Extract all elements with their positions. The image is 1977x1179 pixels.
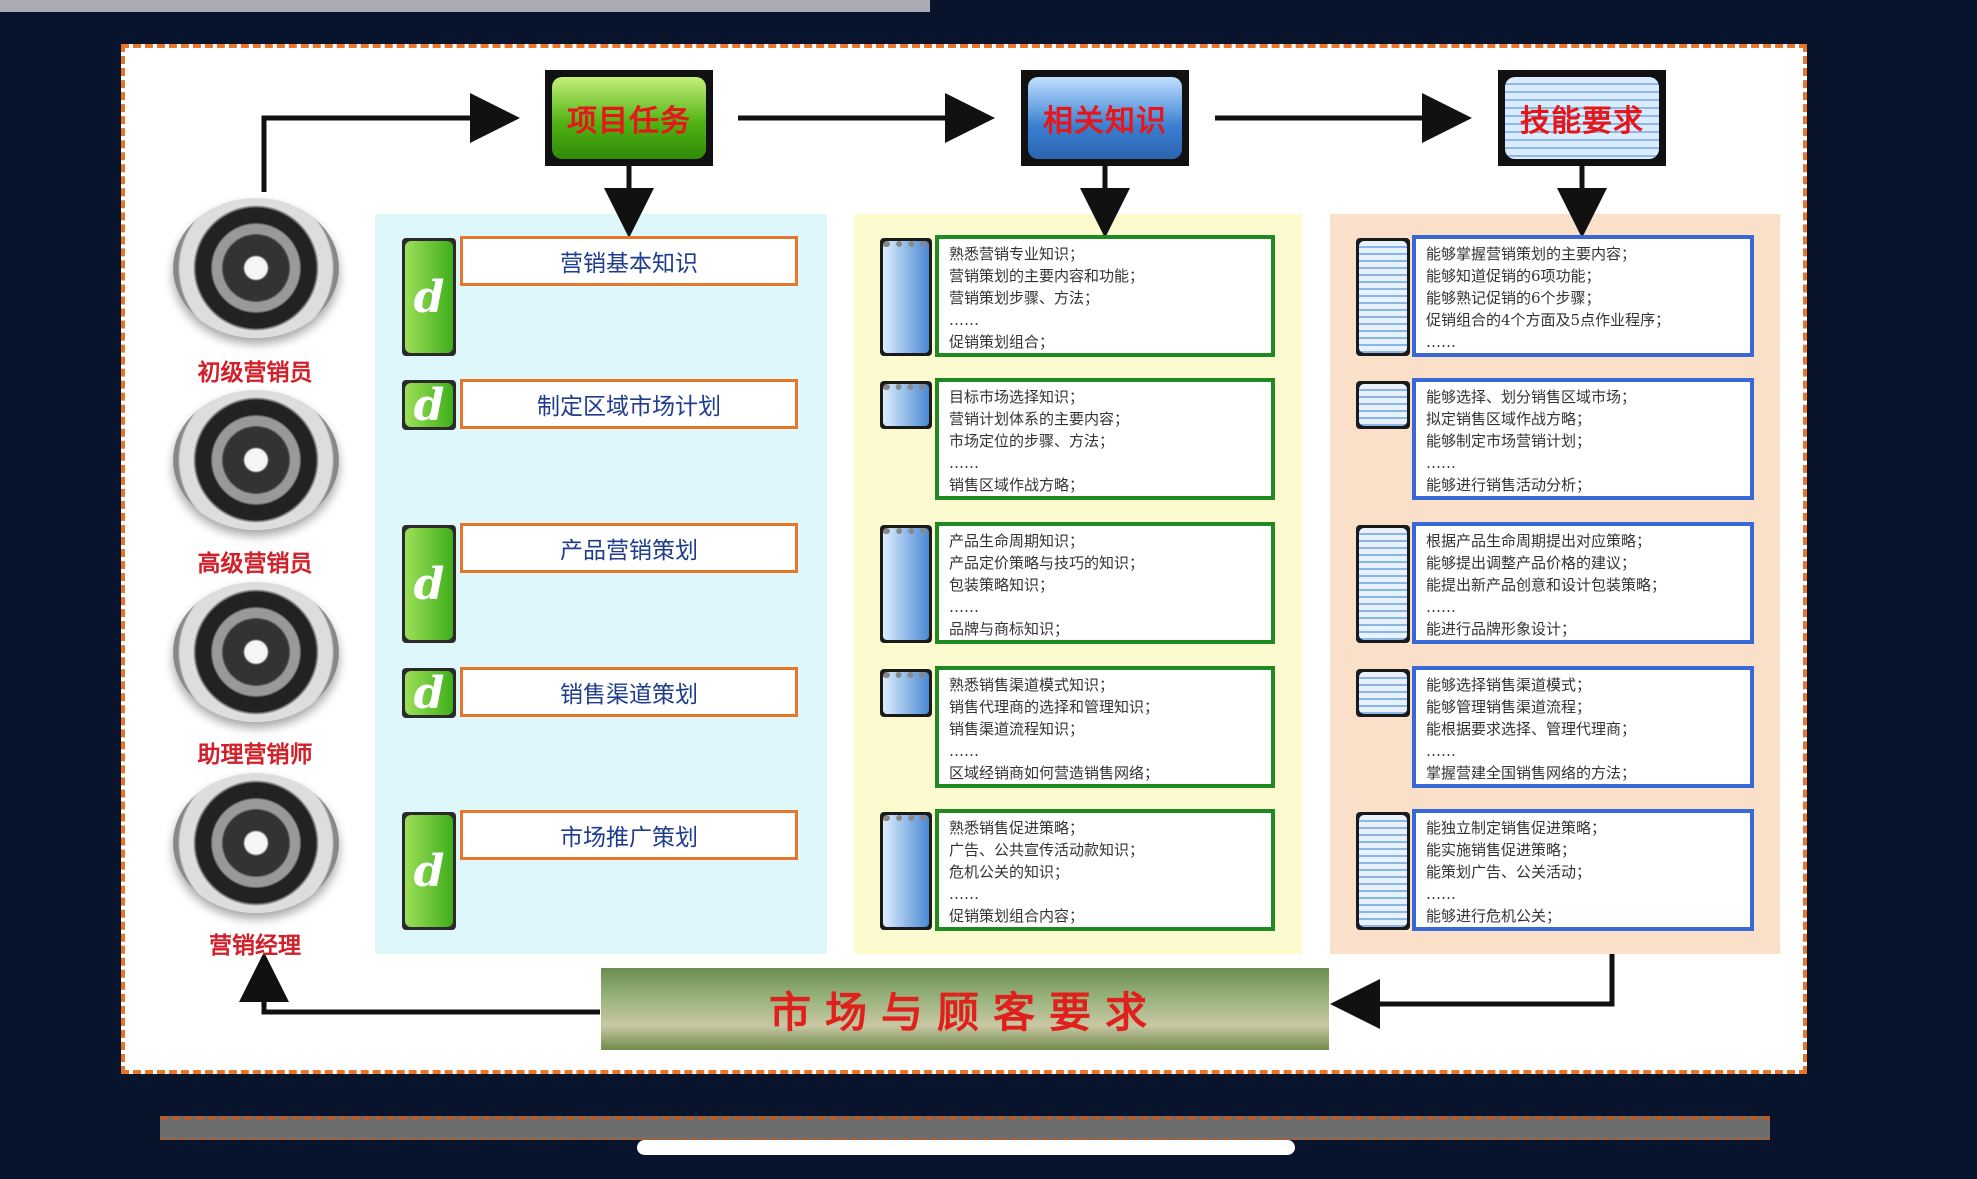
role-label: 营销经理 [150,926,360,960]
knowledge-box: 熟悉销售促进策略； 广告、公共宣传活动款知识； 危机公关的知识； …… 促销策划… [935,809,1275,931]
knowledge-line: 产品定价策略与技巧的知识； [949,552,1261,574]
knowledge-line: 销售渠道流程知识； [949,718,1261,740]
speaker-icon [173,198,339,338]
knowledge-line: …… [949,309,1261,331]
knowledge-line: 广告、公共宣传活动款知识； [949,839,1261,861]
role-label: 初级营销员 [150,353,360,387]
role-label: 助理营销师 [150,735,360,769]
skill-line: …… [1426,883,1740,905]
folder-icon [1356,669,1410,717]
knowledge-line: 品牌与商标知识； [949,618,1261,640]
green-d-icon: d [402,525,456,643]
header-skill-requirement-label: 技能要求 [1520,96,1644,140]
skill-line: 能够制定市场营销计划； [1426,430,1740,452]
skill-line: 能实施销售促进策略； [1426,839,1740,861]
knowledge-box: 产品生命周期知识； 产品定价策略与技巧的知识； 包装策略知识； …… 品牌与商标… [935,522,1275,644]
folder-icon [1356,525,1410,643]
skill-line: 能提出新产品创意和设计包装策略； [1426,574,1740,596]
notebook-pen-icon [880,669,932,717]
header-related-knowledge-label: 相关知识 [1043,96,1167,140]
skill-box: 能独立制定销售促进策略； 能实施销售促进策略； 能策划广告、公关活动； …… 能… [1412,809,1754,931]
skill-line: 能够进行销售活动分析； [1426,474,1740,496]
skill-line: …… [1426,331,1740,353]
folder-icon [1356,812,1410,930]
knowledge-box: 熟悉营销专业知识； 营销策划的主要内容和功能； 营销策划步骤、方法； …… 促销… [935,235,1275,357]
knowledge-line: 销售代理商的选择和管理知识； [949,696,1261,718]
skill-line: …… [1426,740,1740,762]
header-skill-requirement: 技能要求 [1498,70,1666,166]
knowledge-line: 营销策划步骤、方法； [949,287,1261,309]
task-box: 制定区域市场计划 [460,379,798,429]
task-box: 市场推广策划 [460,810,798,860]
green-d-icon: d [402,380,456,430]
skill-line: 能够选择销售渠道模式； [1426,674,1740,696]
skill-line: 掌握营建全国销售网络的方法； [1426,762,1740,784]
green-d-icon: d [402,812,456,930]
notebook-pen-icon [880,812,932,930]
knowledge-line: 熟悉销售促进策略； [949,817,1261,839]
bottom-slide-strip [160,1116,1770,1140]
market-requirement-label: 市场与顾客要求 [769,979,1161,1040]
skill-line: 促销组合的4个方面及5点作业程序； [1426,309,1740,331]
task-box: 营销基本知识 [460,236,798,286]
skill-line: 根据产品生命周期提出对应策略； [1426,530,1740,552]
knowledge-line: …… [949,452,1261,474]
knowledge-line: …… [949,883,1261,905]
skill-box: 能够掌握营销策划的主要内容； 能够知道促销的6项功能； 能够熟记促销的6个步骤；… [1412,235,1754,357]
knowledge-line: 促销策划组合内容； [949,905,1261,927]
skill-line: 能独立制定销售促进策略； [1426,817,1740,839]
skill-box: 能够选择、划分销售区域市场； 拟定销售区域作战方略； 能够制定市场营销计划； …… [1412,378,1754,500]
speaker-icon [173,773,339,913]
knowledge-line: …… [949,740,1261,762]
knowledge-line: 市场定位的步骤、方法； [949,430,1261,452]
skill-line: 能够熟记促销的6个步骤； [1426,287,1740,309]
header-project-task: 项目任务 [545,70,713,166]
notebook-pen-icon [880,238,932,356]
home-indicator[interactable] [637,1140,1295,1155]
knowledge-line: 营销计划体系的主要内容； [949,408,1261,430]
folder-icon [1356,238,1410,356]
speaker-icon [173,390,339,530]
notebook-pen-icon [880,381,932,429]
skill-line: 能进行品牌形象设计； [1426,618,1740,640]
notebook-pen-icon [880,525,932,643]
skill-line: 能够掌握营销策划的主要内容； [1426,243,1740,265]
role-label: 高级营销员 [150,544,360,578]
skill-box: 根据产品生命周期提出对应策略； 能够提出调整产品价格的建议； 能提出新产品创意和… [1412,522,1754,644]
skill-line: 拟定销售区域作战方略； [1426,408,1740,430]
knowledge-line: 包装策略知识； [949,574,1261,596]
knowledge-line: 销售区域作战方略； [949,474,1261,496]
header-related-knowledge: 相关知识 [1021,70,1189,166]
skill-line: 能根据要求选择、管理代理商； [1426,718,1740,740]
knowledge-line: 熟悉营销专业知识； [949,243,1261,265]
green-d-icon: d [402,238,456,356]
knowledge-line: 熟悉销售渠道模式知识； [949,674,1261,696]
skill-line: 能够提出调整产品价格的建议； [1426,552,1740,574]
knowledge-line: 促销策划组合； [949,331,1261,353]
skill-line: 能够进行危机公关； [1426,905,1740,927]
skill-line: 能策划广告、公关活动； [1426,861,1740,883]
skill-line: 能够知道促销的6项功能； [1426,265,1740,287]
market-requirement-banner: 市场与顾客要求 [601,968,1329,1050]
skill-line: …… [1426,452,1740,474]
green-d-icon: d [402,668,456,718]
skill-line: …… [1426,596,1740,618]
knowledge-line: 营销策划的主要内容和功能； [949,265,1261,287]
knowledge-box: 目标市场选择知识； 营销计划体系的主要内容； 市场定位的步骤、方法； …… 销售… [935,378,1275,500]
skill-line: 能够管理销售渠道流程； [1426,696,1740,718]
knowledge-line: 产品生命周期知识； [949,530,1261,552]
skill-box: 能够选择销售渠道模式； 能够管理销售渠道流程； 能根据要求选择、管理代理商； …… [1412,666,1754,788]
task-box: 销售渠道策划 [460,667,798,717]
task-box: 产品营销策划 [460,523,798,573]
knowledge-line: 目标市场选择知识； [949,386,1261,408]
header-project-task-label: 项目任务 [567,96,691,140]
knowledge-line: …… [949,596,1261,618]
knowledge-line: 区域经销商如何营造销售网络； [949,762,1261,784]
speaker-icon [173,582,339,722]
skill-line: 能够选择、划分销售区域市场； [1426,386,1740,408]
folder-icon [1356,381,1410,429]
knowledge-line: 危机公关的知识； [949,861,1261,883]
knowledge-box: 熟悉销售渠道模式知识； 销售代理商的选择和管理知识； 销售渠道流程知识； …… … [935,666,1275,788]
